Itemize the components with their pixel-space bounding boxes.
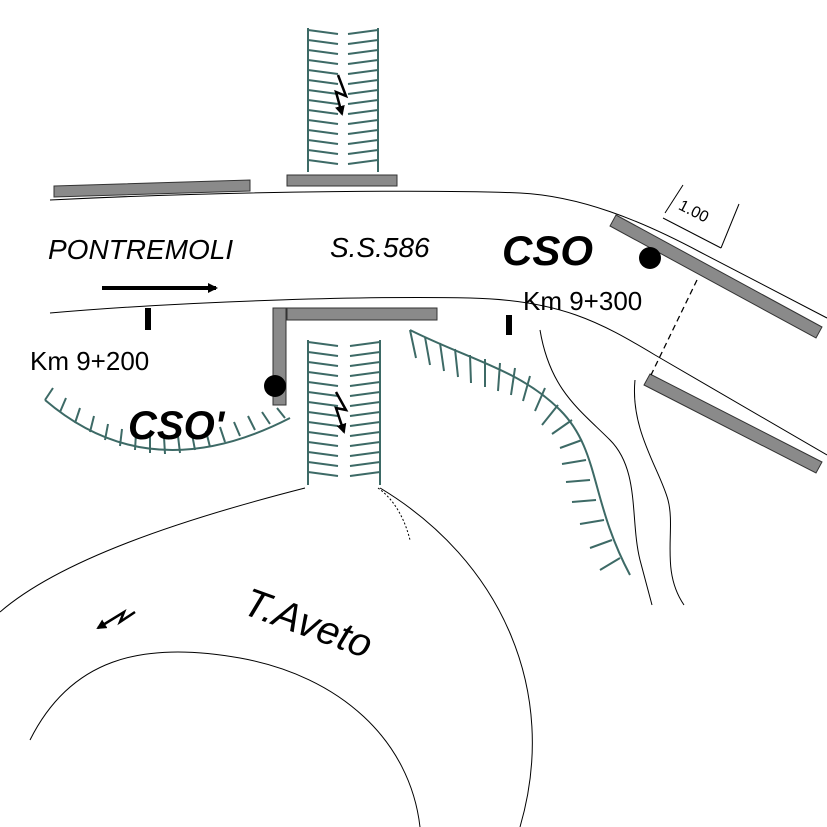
road-upper-edge — [49, 190, 827, 319]
dimension-marker — [662, 184, 740, 249]
guardrail-barriers — [53, 174, 823, 474]
barrier-right-upper — [609, 214, 823, 339]
cso-label: CSO — [502, 227, 594, 274]
direction-label: PONTREMOLI — [48, 234, 234, 265]
km-9-200-label: Km 9+200 — [30, 346, 150, 376]
upper-culvert — [307, 28, 379, 172]
slope-hatch-right-bank — [409, 329, 631, 576]
upper-culvert-flow-arrow — [334, 74, 349, 116]
riverbank-lines — [0, 329, 685, 827]
km-9-300-label: Km 9+300 — [523, 286, 643, 316]
road-label: S.S.586 — [330, 232, 430, 263]
bridge-dashed-line — [650, 279, 698, 376]
slope-hatch-right-bank-teeth — [409, 329, 621, 571]
slope-hatch-cso-prime — [44, 399, 291, 451]
river-flow-arrow — [96, 608, 136, 630]
slope-hatch-cso-prime-teeth — [44, 387, 286, 455]
cso-prime-label: CSO' — [128, 404, 225, 448]
barrier-upper-mid — [286, 174, 398, 187]
km-9-200-tick — [145, 308, 151, 330]
km-9-300-tick — [506, 315, 512, 335]
lower-culvert — [307, 340, 381, 485]
road-lower-edge — [49, 297, 827, 456]
culvert-outlet-dotted — [377, 487, 411, 541]
lower-culvert-flow-arrow — [334, 391, 349, 434]
cso-point — [639, 247, 661, 269]
barrier-lower-mid — [286, 307, 438, 321]
barrier-right-lower — [643, 373, 823, 474]
cso-prime-point — [264, 375, 286, 397]
barrier-upper-left — [53, 179, 251, 198]
